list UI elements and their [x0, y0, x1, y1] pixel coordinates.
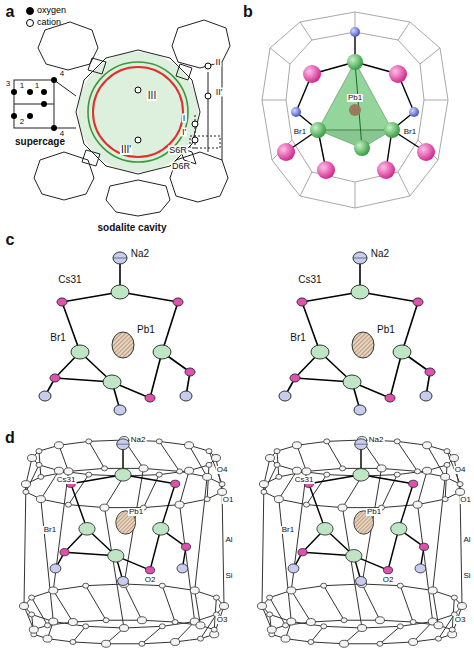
atom-label: III [147, 91, 157, 101]
panel-letter: c [6, 232, 15, 248]
atom-label: Cs31 [56, 476, 77, 484]
atom-label: 1 [19, 82, 25, 90]
panel-letter: b [243, 4, 253, 20]
atom-label: Br1 [43, 526, 57, 534]
atom-label: Pb1 [376, 325, 396, 335]
legend-text: oxygen [37, 6, 66, 15]
atom-label: 3 [5, 80, 11, 88]
atom-label: III' [120, 145, 132, 155]
atom-label: O3 [454, 616, 467, 624]
atom-label: D6R [171, 162, 191, 171]
atom-label: Al [224, 536, 233, 544]
atom-label: 1 [34, 82, 40, 90]
atom-label: Pb1 [366, 508, 382, 516]
atom-label: Br1 [293, 128, 307, 136]
legend-row: oxygen [26, 6, 66, 15]
panel-letter: d [5, 430, 15, 446]
atom-label: Na2 [130, 249, 150, 259]
atom-label: Br1 [49, 333, 67, 343]
atom-label: Na2 [370, 249, 390, 259]
atom-label: supercage [14, 137, 66, 147]
atom-label: I' [181, 128, 187, 137]
atom-label: O3 [216, 616, 229, 624]
atom-label: Al [462, 536, 471, 544]
atom-label: sodalite cavity [97, 223, 168, 233]
atom-label: 4 [59, 70, 65, 78]
sodalite-cage-ortep [20, 437, 229, 648]
legend-swatch [26, 19, 34, 27]
legend-row: cation [26, 18, 61, 27]
atom-label: Cs31 [297, 275, 322, 285]
atom-label: O1 [222, 496, 235, 504]
faujasite-framework [14, 20, 230, 216]
pbbr-tetrahedron [277, 27, 435, 179]
atom-label: 2 [19, 118, 25, 126]
atom-label: Si [224, 572, 233, 580]
panel-letter: a [6, 4, 15, 20]
atom-label: O2 [144, 576, 157, 584]
atom-label: Na2 [130, 436, 147, 444]
atom-label: Na2 [368, 436, 385, 444]
atom-label: Br1 [281, 526, 295, 534]
atom-label: S6R [168, 146, 188, 155]
atom-label: Pb1 [128, 508, 144, 516]
atom-label: Pb1 [136, 325, 156, 335]
atom-label: O1 [459, 496, 472, 504]
oxygen-dots [11, 77, 57, 131]
atom-label: Br1 [403, 128, 417, 136]
atom-label: Cs31 [57, 275, 82, 285]
atom-label: O4 [454, 466, 467, 474]
cage-wireframe [262, 12, 448, 208]
legend-swatch [26, 7, 34, 15]
atom-label: Cs31 [294, 476, 315, 484]
atom-label: I [182, 114, 187, 123]
cation-sites [135, 63, 211, 143]
atom-label: Si [462, 572, 471, 580]
atom-label: II' [215, 88, 224, 97]
atom-label: II [214, 58, 221, 67]
legend-text: cation [37, 18, 61, 27]
atom-label: Br1 [289, 333, 307, 343]
atom-label: Pb1 [347, 94, 363, 102]
atom-label: O4 [216, 466, 229, 474]
atom-label: O2 [382, 576, 395, 584]
